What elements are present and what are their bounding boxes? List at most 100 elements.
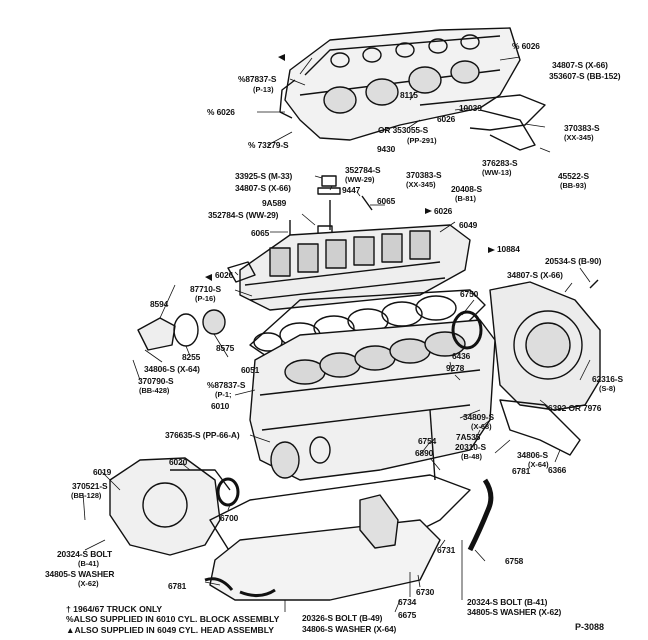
- callout-34805-s-washer-b: 34805-S WASHER (X-62): [467, 607, 562, 617]
- callout-34805-s-washer: 34805-S WASHER: [45, 569, 115, 579]
- callout-20310-s: 20310-S: [455, 442, 486, 452]
- callout-20534-s: 20534-S (B-90): [545, 256, 602, 266]
- callout-34806-s-b: 34806-S: [517, 450, 548, 460]
- callout-6758: 6758: [505, 556, 524, 566]
- manifold-assembly: [279, 27, 546, 151]
- callout-6051: 6051: [241, 365, 260, 375]
- front-cover: [109, 457, 240, 556]
- callout-6026: % 6026: [512, 41, 540, 51]
- callout-370383-s-a-sub: (XX-345): [564, 133, 594, 142]
- oil-pan: [204, 474, 471, 601]
- callout-6019: 6019: [93, 467, 112, 477]
- callout-6890: 6890: [415, 448, 434, 458]
- callout-370521-s: 370521-S: [72, 481, 108, 491]
- callout-6750: 6750: [460, 289, 479, 299]
- callout-352784-s-b: 352784-S (WW-29): [208, 210, 279, 220]
- footnote-cyl-head: ▲ALSO SUPPLIED IN 6049 CYL. HEAD ASSEMBL…: [66, 624, 274, 635]
- callout-376635-s: 376635-S (PP-66-A): [165, 430, 240, 440]
- callout-9278: 9278: [446, 363, 465, 373]
- callout-20324-s-bolt-sub: (B-41): [78, 559, 99, 568]
- callout-6049: 6049: [459, 220, 478, 230]
- callout-7a535: 7A535: [456, 432, 481, 442]
- callout-8575: 8575: [216, 343, 235, 353]
- callout-87837-s-b: %87837-S: [207, 380, 246, 390]
- callout-6026-mid: 6026: [437, 114, 456, 124]
- callout-6392: 6392 OR 7976: [548, 403, 602, 413]
- callout-9a589: 9A589: [262, 198, 287, 208]
- callout-370521-s-sub: (BB-128): [71, 491, 102, 500]
- callout-20408-s-sub: (B-81): [455, 194, 476, 203]
- callout-9430: 9430: [377, 144, 396, 154]
- callout-6026-left-head: 6026: [215, 270, 234, 280]
- callout-10039: 10039: [459, 103, 482, 113]
- callout-20324-s-bolt: 20324-S BOLT: [57, 549, 112, 559]
- callout-6781-a: 6781: [512, 466, 531, 476]
- callout-34806-s-washer: 34806-S WASHER (X-64): [302, 624, 397, 634]
- footnote-list: † 1964/67 TRUCK ONLY %ALSO SUPPLIED IN 6…: [66, 604, 279, 635]
- footnote-cyl-block: %ALSO SUPPLIED IN 6010 CYL. BLOCK ASSEMB…: [66, 614, 280, 625]
- callout-34809-s-sub: (X-68): [471, 422, 492, 431]
- callout-20310-s-sub: (B-48): [461, 452, 482, 461]
- callout-6026-head: 6026: [434, 206, 453, 216]
- callout-6734: 6734: [398, 597, 417, 607]
- callout-8115: 8115: [400, 90, 418, 100]
- callout-352784-s-a-sub: (WW-29): [345, 175, 375, 184]
- footnote-truck-only: † 1964/67 TRUCK ONLY: [66, 604, 163, 614]
- callout-8594: 8594: [150, 299, 169, 309]
- callout-73279-s: % 73279-S: [248, 140, 289, 150]
- callout-370383-s-b-sub: (XX-345): [406, 180, 436, 189]
- callout-6754: 6754: [418, 436, 437, 446]
- callout-370790-s-sub: (BB-428): [139, 386, 170, 395]
- flywheel-housing: [489, 279, 601, 411]
- callout-34807-s-b: 34807-S (X-66): [235, 183, 291, 193]
- oil-tube: [467, 399, 581, 552]
- callout-87710-s-sub: (P-16): [195, 294, 216, 303]
- callout-34809-s: 34809-S: [463, 412, 494, 422]
- callout-33925-s: 33925-S (M-33): [235, 171, 293, 181]
- callout-370383-s-b: 370383-S: [406, 170, 442, 180]
- callout-352784-s-a: 352784-S: [345, 165, 381, 175]
- callout-6065-b: 6065: [251, 228, 270, 238]
- callout-87837-s: %87837-S: [238, 74, 277, 84]
- callout-376283-s: 376283-S: [482, 158, 518, 168]
- callout-20408-s: 20408-S: [451, 184, 482, 194]
- callout-6065-a: 6065: [377, 196, 396, 206]
- callout-20324-s-bolt-b: 20324-S BOLT (B-41): [467, 597, 548, 607]
- callout-34806-s-b-sub: (X-64): [528, 460, 549, 469]
- callout-87710-s: 87710-S: [190, 284, 221, 294]
- callout-62316-s-sub: (S-8): [599, 384, 616, 393]
- callout-6020: 6020: [169, 457, 188, 467]
- callout-6730: 6730: [416, 587, 435, 597]
- water-outlet-parts: [137, 309, 226, 351]
- callout-370790-s: 370790-S: [138, 376, 174, 386]
- callout-6010: 6010: [211, 401, 230, 411]
- callout-34806-s-a: 34806-S (X-64): [144, 364, 200, 374]
- rear-seal: [451, 310, 483, 350]
- callout-6026-left: % 6026: [207, 107, 235, 117]
- callout-376283-s-sub: (WW-13): [482, 168, 512, 177]
- callout-20326-s-bolt: 20326-S BOLT (B-49): [302, 613, 383, 623]
- callout-34807-s-c: 34807-S (X-66): [507, 270, 563, 280]
- callout-6436: 6436: [452, 351, 471, 361]
- cylinder-block: [249, 319, 496, 481]
- callout-9447: 9447: [342, 185, 361, 195]
- callout-6700: 6700: [220, 513, 239, 523]
- callout-6366: 6366: [548, 465, 567, 475]
- callout-370383-s-a: 370383-S: [564, 123, 600, 133]
- callout-34805-s-washer-sub: (X-62): [78, 579, 99, 588]
- callout-8255: 8255: [182, 352, 201, 362]
- cylinder-head: [227, 224, 471, 311]
- callout-34807-s: 34807-S (X-66): [552, 60, 608, 70]
- callout-6675: 6675: [398, 610, 417, 620]
- callout-353055-s: OR 353055-S: [378, 125, 429, 135]
- figure-code: P-3088: [575, 622, 605, 632]
- callout-6731: 6731: [437, 545, 456, 555]
- callout-353055-s-sub: (PP-291): [407, 136, 437, 145]
- callout-6781-b: 6781: [168, 581, 187, 591]
- callout-45522-s-sub: (BB-93): [560, 181, 587, 190]
- callout-87837-s-b-sub: (P-1;: [215, 390, 232, 399]
- callout-45522-s: 45522-S: [558, 171, 589, 181]
- callout-10884: 10884: [497, 244, 520, 254]
- callout-62316-s: 62316-S: [592, 374, 623, 384]
